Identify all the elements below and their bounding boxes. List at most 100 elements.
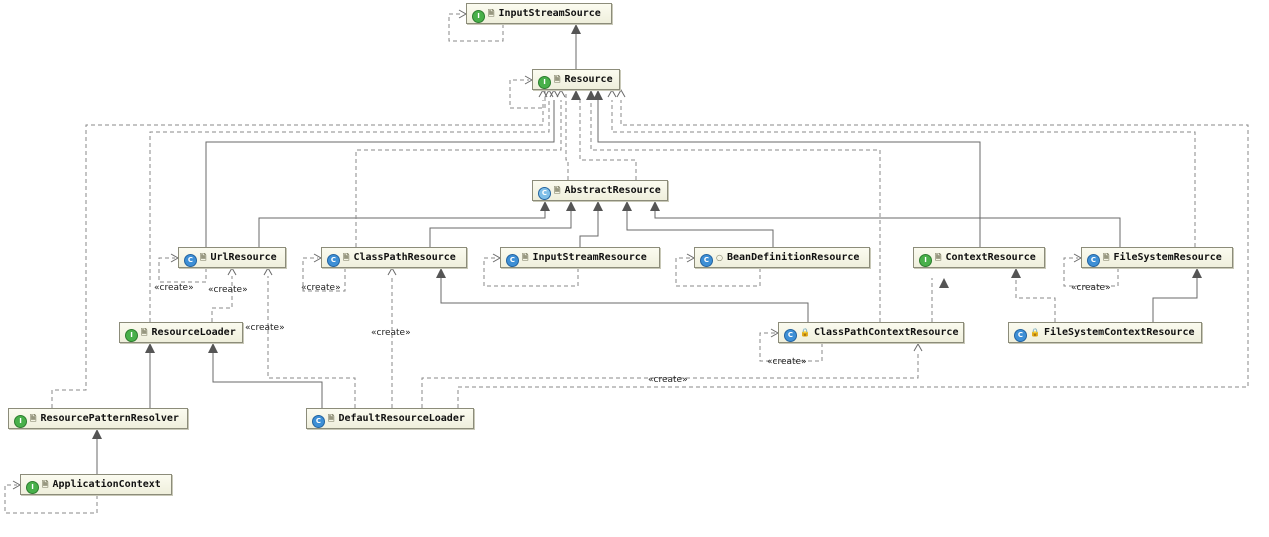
self-loop-class-path-context-resource bbox=[759, 332, 823, 362]
generalization-arrow-head bbox=[566, 201, 576, 211]
visibility-icon: 🗎 bbox=[554, 186, 561, 195]
visibility-icon: 🗎 bbox=[343, 253, 350, 262]
visibility-icon: 🔒 bbox=[1030, 328, 1040, 337]
visibility-icon: 🔒 bbox=[800, 328, 810, 337]
self-loop-input-stream-source bbox=[448, 13, 504, 42]
class-name: ResourcePatternResolver bbox=[40, 413, 179, 424]
class-name: ApplicationContext bbox=[52, 479, 161, 490]
class-node-application-context[interactable]: I🗎ApplicationContext bbox=[20, 474, 172, 495]
create-dependency-label: «create» bbox=[154, 283, 194, 293]
class-name: FileSystemContextResource bbox=[1043, 327, 1195, 338]
dependency-arrow-head bbox=[616, 88, 626, 98]
extends-cpcr-classpath bbox=[440, 278, 809, 322]
generalization-arrow-head bbox=[593, 90, 603, 100]
extends-inputstream-abstract bbox=[579, 211, 599, 247]
class-name: ContextResource bbox=[945, 252, 1036, 263]
generalization-arrow-head bbox=[436, 268, 446, 278]
class-type-icon: C bbox=[1087, 254, 1100, 267]
class-name: FileSystemResource bbox=[1113, 252, 1222, 263]
dependency-arrow-head bbox=[263, 266, 273, 276]
self-loop-bean-definition-resource bbox=[675, 257, 761, 287]
self-loop-file-system-resource bbox=[1063, 257, 1119, 287]
extends-url-abstract bbox=[258, 211, 546, 247]
generalization-arrow-head bbox=[593, 201, 603, 211]
interface-type-icon: I bbox=[538, 76, 551, 89]
visibility-icon: 🗎 bbox=[141, 328, 148, 337]
self-loop-class-path-resource bbox=[302, 257, 346, 292]
class-type-icon: C bbox=[312, 415, 325, 428]
visibility-icon: ○ bbox=[716, 253, 723, 262]
class-type-icon: C bbox=[700, 254, 713, 267]
self-loop-application-context bbox=[4, 484, 98, 514]
implements-abstract-resource bbox=[565, 90, 569, 180]
loader-creates-url bbox=[211, 276, 233, 322]
class-name: InputStreamResource bbox=[532, 252, 647, 263]
extends-classpath-abstract bbox=[429, 211, 572, 247]
implements-fscr-context bbox=[1015, 278, 1056, 322]
class-node-input-stream-source[interactable]: I🗎InputStreamSource bbox=[466, 3, 612, 24]
class-node-url-resource[interactable]: C🗎UrlResource bbox=[178, 247, 286, 268]
implements-abstract-resource-2 bbox=[579, 100, 637, 180]
default-creates-url bbox=[267, 276, 356, 408]
class-type-icon: C bbox=[506, 254, 519, 267]
visibility-icon: 🗎 bbox=[522, 253, 529, 262]
classpath-to-resource bbox=[355, 100, 562, 247]
self-loop-url-resource bbox=[158, 257, 207, 283]
interface-type-icon: I bbox=[14, 415, 27, 428]
resolver-to-resource bbox=[51, 100, 544, 408]
self-loop-resource bbox=[509, 79, 546, 109]
dependency-arrow-head bbox=[538, 88, 548, 98]
class-node-resource[interactable]: I🗎Resource bbox=[532, 69, 620, 90]
class-name: ClassPathResource bbox=[353, 252, 456, 263]
extends-filesystem-abstract bbox=[654, 211, 1121, 247]
dependency-arrow-head bbox=[387, 266, 397, 276]
dependency-arrow-head bbox=[607, 88, 617, 98]
generalization-arrow-head bbox=[92, 429, 102, 439]
class-node-resource-pattern-resolver[interactable]: I🗎ResourcePatternResolver bbox=[8, 408, 188, 429]
class-node-bean-definition-resource[interactable]: C○BeanDefinitionResource bbox=[694, 247, 870, 268]
fs-to-resource bbox=[611, 100, 1196, 247]
interface-type-icon: I bbox=[26, 481, 39, 494]
default-creates-cpcr bbox=[421, 352, 919, 408]
class-node-class-path-resource[interactable]: C🗎ClassPathResource bbox=[321, 247, 467, 268]
class-node-abstract-resource[interactable]: C🗎AbstractResource bbox=[532, 180, 668, 201]
create-dependency-label: «create» bbox=[1071, 283, 1111, 293]
class-node-default-resource-loader[interactable]: C🗎DefaultResourceLoader bbox=[306, 408, 474, 429]
class-type-icon: C bbox=[184, 254, 197, 267]
class-node-resource-loader[interactable]: I🗎ResourceLoader bbox=[119, 322, 243, 343]
class-node-file-system-context-resource[interactable]: C🔒FileSystemContextResource bbox=[1008, 322, 1202, 343]
dependency-arrow-head bbox=[227, 266, 237, 276]
visibility-icon: 🗎 bbox=[200, 253, 207, 262]
generalization-arrow-head bbox=[939, 278, 949, 288]
create-dependency-label: «create» bbox=[767, 357, 807, 367]
class-name: UrlResource bbox=[210, 252, 277, 263]
abstract-type-icon: C bbox=[538, 187, 551, 200]
extends-beandef-abstract bbox=[626, 211, 774, 247]
class-name: ClassPathContextResource bbox=[813, 327, 959, 338]
dependency-arrow-head bbox=[913, 342, 923, 352]
create-dependency-label: «create» bbox=[245, 323, 285, 333]
self-loop-input-stream-resource bbox=[483, 257, 579, 287]
class-name: InputStreamSource bbox=[498, 8, 601, 19]
class-type-icon: C bbox=[1014, 329, 1027, 342]
interface-type-icon: I bbox=[472, 10, 485, 23]
create-dependency-label: «create» bbox=[301, 283, 341, 293]
dependency-arrow-head bbox=[458, 9, 468, 19]
generalization-arrow-head bbox=[571, 24, 581, 34]
class-node-context-resource[interactable]: I🗎ContextResource bbox=[913, 247, 1045, 268]
generalization-arrow-head bbox=[208, 343, 218, 353]
generalization-arrow-head bbox=[622, 201, 632, 211]
class-node-input-stream-resource[interactable]: C🗎InputStreamResource bbox=[500, 247, 660, 268]
create-dependency-label: «create» bbox=[648, 375, 688, 385]
loader-to-resource bbox=[149, 100, 550, 322]
visibility-icon: 🗎 bbox=[935, 253, 942, 262]
class-name: Resource bbox=[564, 74, 613, 85]
class-node-class-path-context-resource[interactable]: C🔒ClassPathContextResource bbox=[778, 322, 964, 343]
dependency-arrow-head bbox=[556, 88, 566, 98]
class-type-icon: C bbox=[784, 329, 797, 342]
class-node-file-system-resource[interactable]: C🗎FileSystemResource bbox=[1081, 247, 1233, 268]
class-type-icon: C bbox=[327, 254, 340, 267]
default-implements-loader bbox=[212, 353, 323, 408]
